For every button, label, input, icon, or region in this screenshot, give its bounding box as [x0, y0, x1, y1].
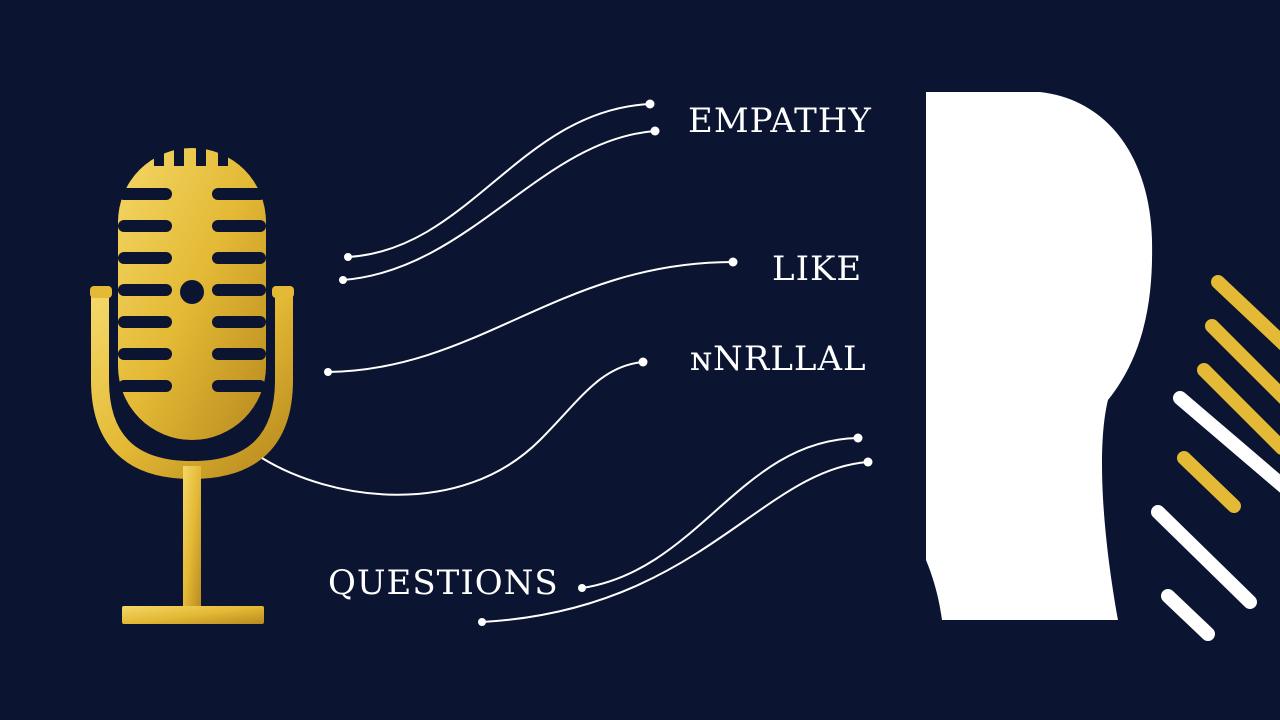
- connector-line-empathy-1: [347, 103, 651, 258]
- connector-line-questions-1: [581, 437, 859, 589]
- sound-wave-stripes: [1151, 275, 1280, 641]
- label-garbled: ɴNRLLAL: [690, 339, 867, 379]
- label-like: LIKE: [772, 249, 863, 289]
- label-empathy: EMPATHY: [688, 101, 872, 141]
- connector-dots: [324, 99, 873, 626]
- head-silhouette-icon: [926, 92, 1153, 620]
- connector-line-empathy-2: [342, 130, 656, 281]
- microphone-icon: [90, 132, 294, 624]
- label-questions: QUESTIONS: [328, 563, 559, 603]
- connector-line-garbled: [261, 361, 644, 496]
- connector-line-questions-2: [481, 461, 869, 623]
- connector-line-like: [327, 261, 734, 373]
- connector-lines: [261, 103, 869, 623]
